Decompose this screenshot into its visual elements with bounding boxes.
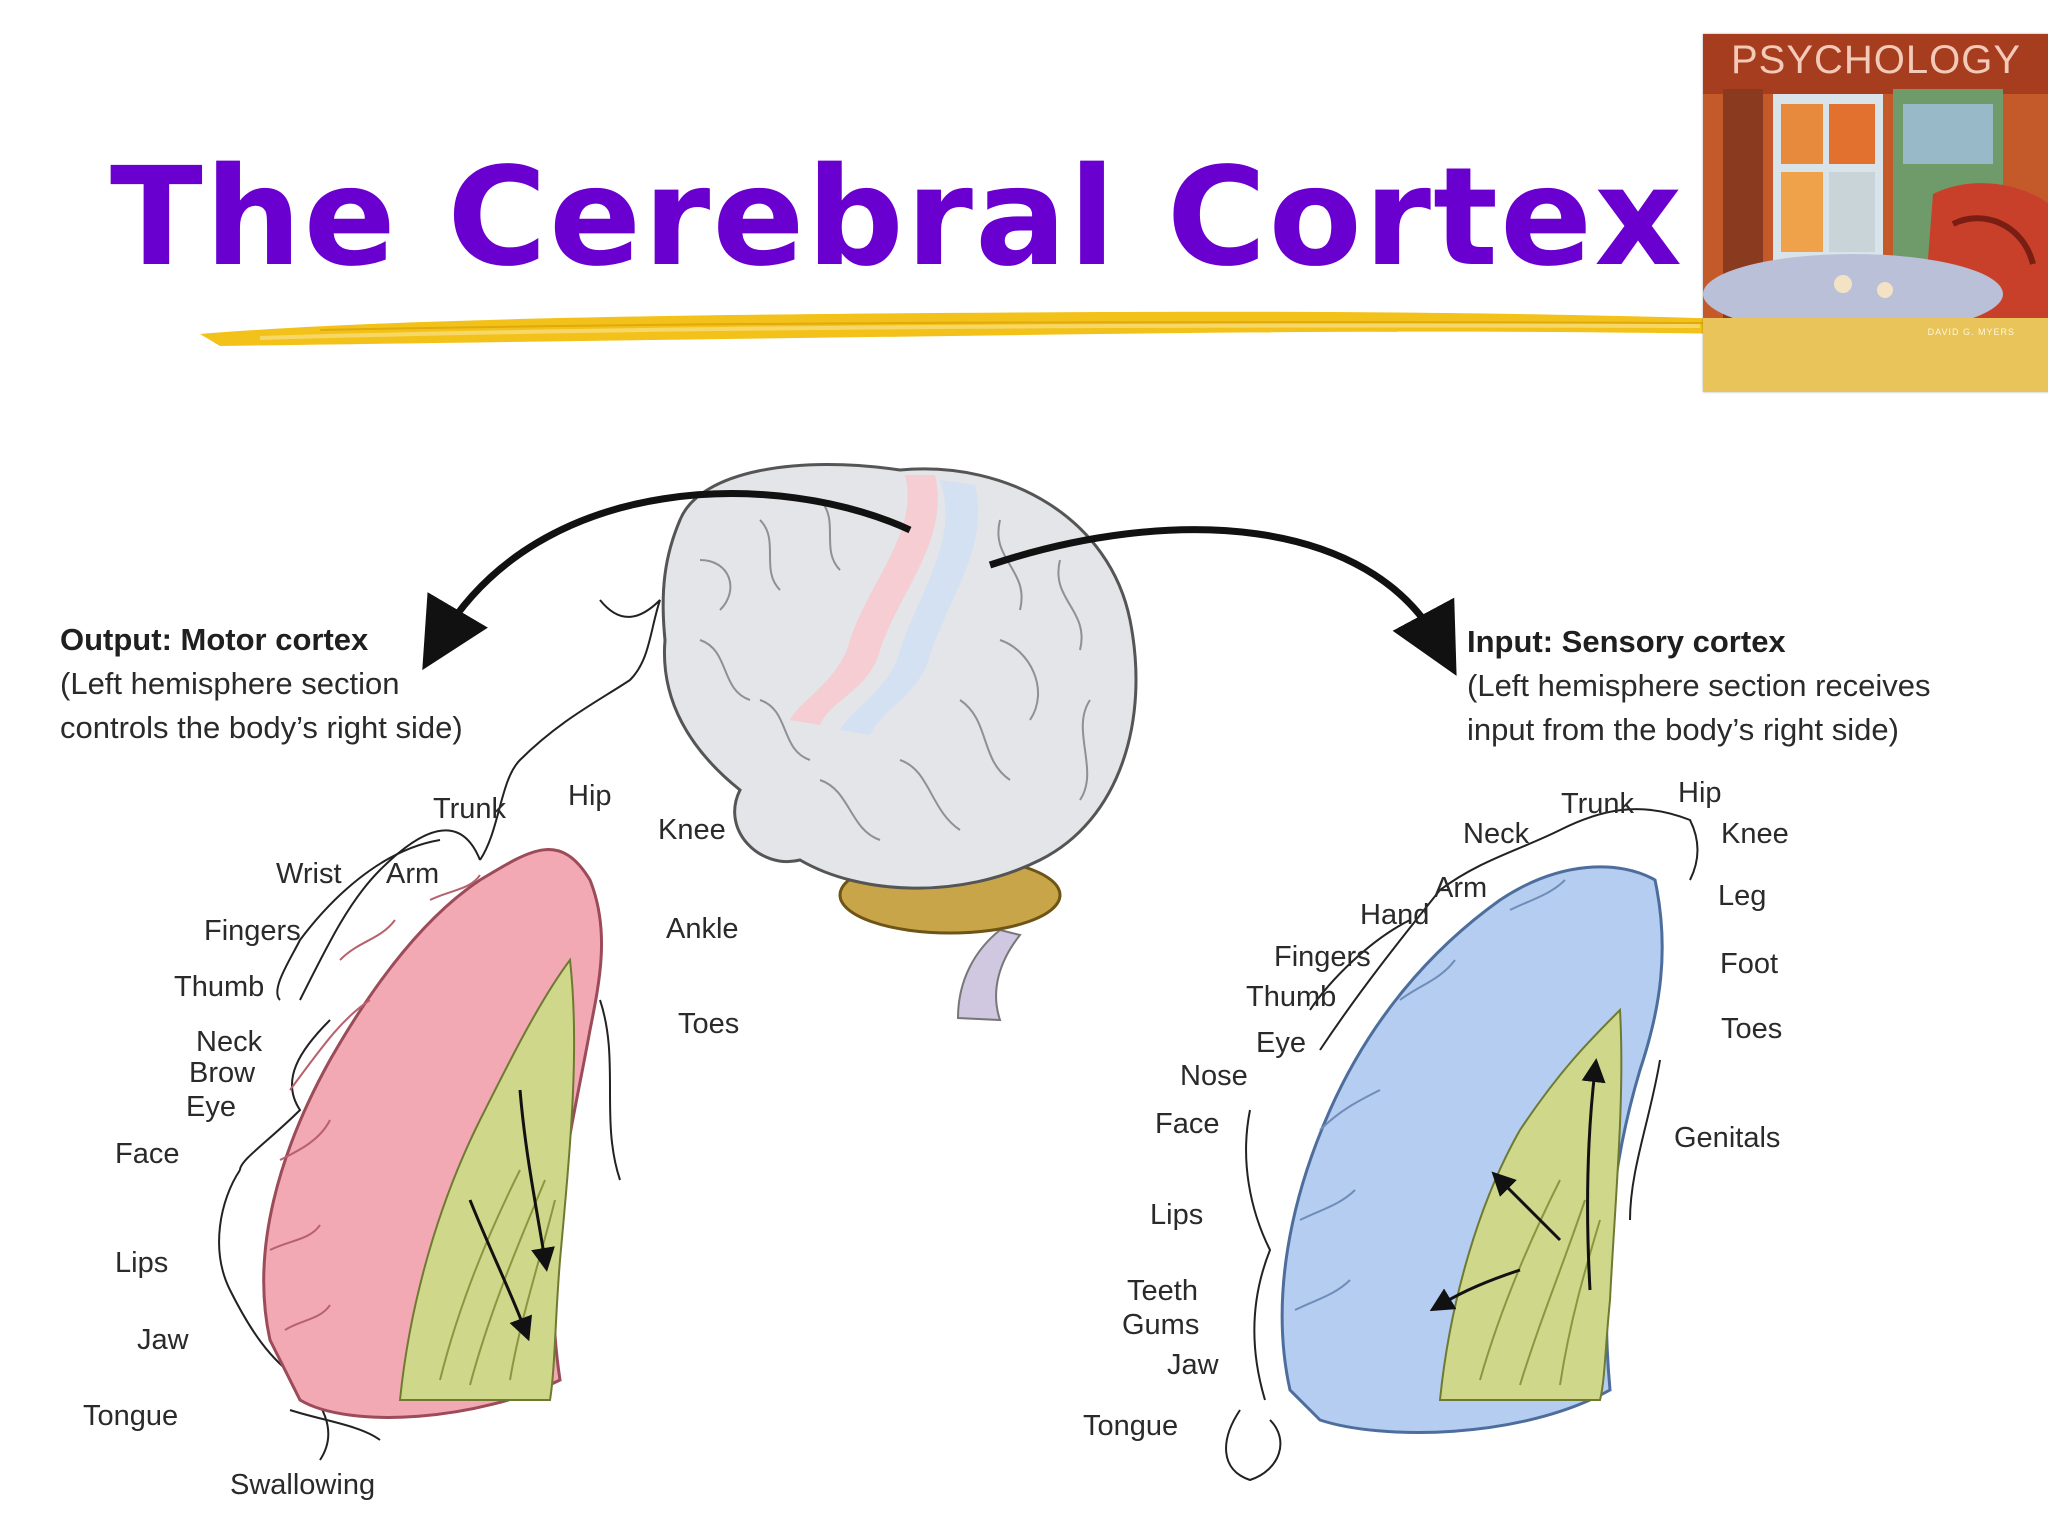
sensory-label-knee: Knee xyxy=(1721,818,1789,850)
sensory-label-jaw: Jaw xyxy=(1167,1349,1220,1381)
motor-label-eye: Eye xyxy=(186,1091,236,1123)
sensory-label-face: Face xyxy=(1155,1108,1219,1140)
book-cover-author: DAVID G. MYERS xyxy=(1927,327,2015,337)
sensory-label-thumb: Thumb xyxy=(1246,981,1336,1013)
sensory-label-trunk: Trunk xyxy=(1561,788,1635,820)
title-underline-brushstroke xyxy=(200,311,2048,346)
motor-label-hip: Hip xyxy=(568,780,612,812)
book-cover-title: PSYCHOLOGY xyxy=(1730,38,2022,82)
motor-label-swallowing: Swallowing xyxy=(230,1469,375,1501)
sensory-label-teeth: Teeth xyxy=(1127,1275,1198,1307)
sensory-label-hand: Hand xyxy=(1360,899,1429,931)
motor-label-fingers: Fingers xyxy=(204,915,301,947)
motor-cortex-section xyxy=(262,848,603,1419)
motor-label-wrist: Wrist xyxy=(276,858,342,890)
motor-label-lips: Lips xyxy=(115,1247,168,1279)
sensory-homunculus-outline xyxy=(1225,808,1699,1482)
motor-cortex-subtitle-2: controls the body’s right side) xyxy=(60,710,463,745)
sensory-label-leg: Leg xyxy=(1718,880,1766,912)
motor-label-ankle: Ankle xyxy=(666,913,739,945)
sensory-label-eye: Eye xyxy=(1256,1027,1306,1059)
motor-cortex-heading: Output: Motor cortex xyxy=(60,622,369,657)
sensory-cortex-section xyxy=(1280,865,1664,1434)
motor-label-jaw: Jaw xyxy=(137,1324,190,1356)
sensory-label-toes: Toes xyxy=(1721,1013,1782,1045)
sensory-label-nose: Nose xyxy=(1180,1060,1248,1092)
sensory-cortex-subtitle-2: input from the body’s right side) xyxy=(1467,712,1899,747)
brain-illustration xyxy=(661,462,1138,1022)
sensory-label-neck: Neck xyxy=(1463,818,1530,850)
motor-cortex-subtitle-1: (Left hemisphere section xyxy=(60,666,399,701)
motor-output-arrow xyxy=(422,490,912,671)
sensory-label-genitals: Genitals xyxy=(1674,1122,1780,1154)
motor-label-trunk: Trunk xyxy=(433,793,507,825)
psychology-book-cover: PSYCHOLOGY DAVID G. MYERS xyxy=(1703,34,2048,392)
motor-label-face: Face xyxy=(115,1138,179,1170)
motor-label-tongue: Tongue xyxy=(83,1400,178,1432)
sensory-label-tongue: Tongue xyxy=(1083,1410,1178,1442)
sensory-label-gums: Gums xyxy=(1122,1309,1199,1341)
motor-label-thumb: Thumb xyxy=(174,971,264,1003)
motor-label-brow: Brow xyxy=(189,1057,256,1089)
sensory-label-arm: Arm xyxy=(1434,872,1487,904)
book-cover-painting xyxy=(1703,34,2048,392)
sensory-cortex-heading: Input: Sensory cortex xyxy=(1467,624,1786,659)
sensory-label-fingers: Fingers xyxy=(1274,941,1371,973)
motor-homunculus-outline xyxy=(218,599,661,1461)
motor-label-toes: Toes xyxy=(678,1008,739,1040)
sensory-label-foot: Foot xyxy=(1720,948,1778,980)
motor-label-knee: Knee xyxy=(658,814,726,846)
sensory-label-lips: Lips xyxy=(1150,1199,1203,1231)
slide-title: The Cerebral Cortex xyxy=(110,139,1684,297)
sensory-input-arrow xyxy=(988,526,1457,676)
sensory-cortex-subtitle-1: (Left hemisphere section receives xyxy=(1467,668,1931,703)
motor-label-arm: Arm xyxy=(386,858,439,890)
sensory-label-hip: Hip xyxy=(1678,777,1722,809)
motor-label-neck: Neck xyxy=(196,1026,263,1058)
